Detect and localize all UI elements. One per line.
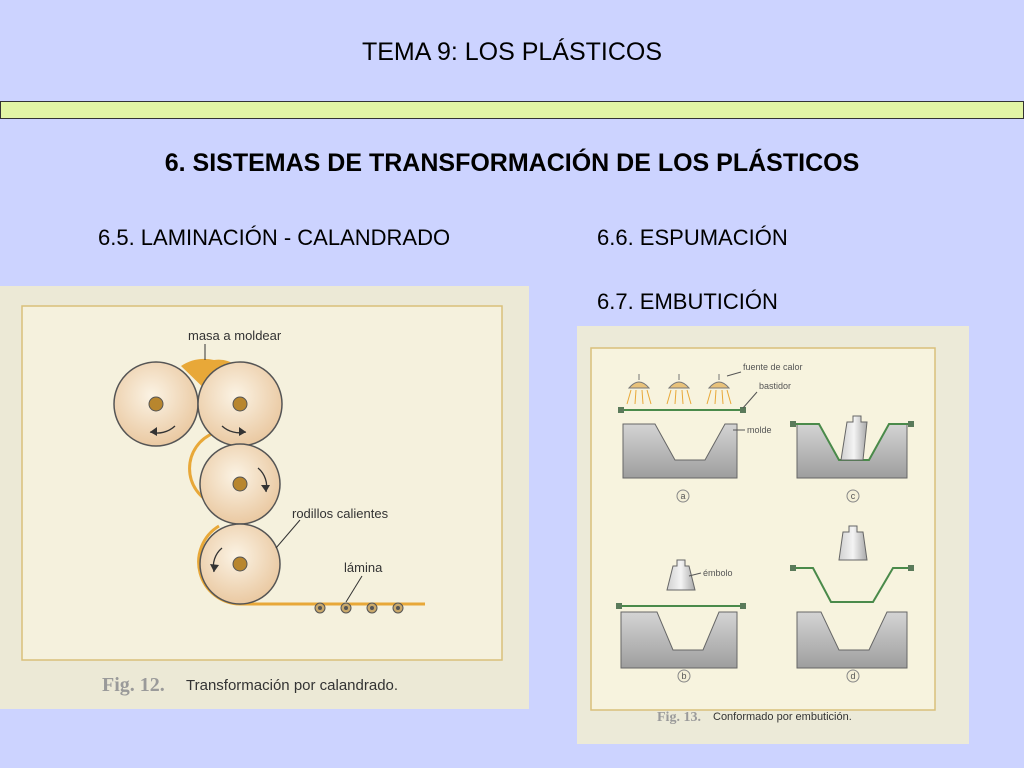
title-divider-band — [0, 101, 1024, 119]
caption-number-fig13: Fig. 13. — [657, 710, 701, 725]
subheading-laminacion: 6.5. LAMINACIÓN - CALANDRADO — [98, 225, 451, 250]
heat-lamps — [626, 374, 732, 405]
label-fuente: fuente de calor — [743, 362, 803, 372]
label-lamina: lámina — [344, 560, 383, 575]
label-molde: molde — [747, 425, 772, 435]
step-letter-d: d — [846, 669, 860, 683]
figure-calandrado: masa a moldear rodillos calientes lámina… — [0, 286, 529, 709]
figure-embuticion: fuente de calor bastidor molde émbolo a … — [577, 326, 969, 744]
caption-text-fig12: Transformación por calandrado. — [186, 677, 398, 694]
svg-text:a: a — [680, 491, 685, 501]
leader-embolo — [688, 572, 702, 577]
subheading-embuticion: 6.7. EMBUTICIÓN — [597, 289, 778, 314]
roller-top-right — [197, 361, 283, 447]
roller-top-left — [113, 361, 199, 447]
label-bastidor: bastidor — [759, 381, 791, 391]
caption-text-fig13: Conformado por embutición. — [713, 711, 852, 723]
roller-bottom — [199, 523, 281, 605]
svg-text:d: d — [850, 671, 855, 681]
label-rodillos: rodillos calientes — [292, 506, 389, 521]
mould-d — [790, 525, 914, 669]
bastidor-clamp-right — [740, 407, 746, 413]
step-letter-c: c — [846, 489, 860, 503]
sheet-support-rollers — [314, 602, 404, 614]
leader-rodillos — [275, 519, 301, 549]
mould-a — [622, 423, 738, 479]
section-heading: 6. SISTEMAS DE TRANSFORMACIÓN DE LOS PLÁ… — [164, 149, 860, 177]
svg-text:b: b — [681, 671, 686, 681]
leader-bastidor — [742, 391, 758, 409]
caption-number-fig12: Fig. 12. — [102, 674, 165, 696]
bastidor-clamp-left — [618, 407, 624, 413]
leader-lamina — [345, 575, 363, 603]
subheading-espumacion: 6.6. ESPUMACIÓN — [597, 225, 788, 250]
label-masa: masa a moldear — [188, 328, 282, 343]
mould-c — [790, 415, 914, 479]
step-letter-b: b — [677, 669, 691, 683]
label-embolo: émbolo — [703, 568, 733, 578]
svg-text:c: c — [851, 491, 856, 501]
roller-middle — [199, 443, 281, 525]
leader-fuente — [726, 371, 742, 377]
step-letter-a: a — [676, 489, 690, 503]
mould-b — [616, 559, 746, 669]
slide-title: TEMA 9: LOS PLÁSTICOS — [361, 38, 663, 66]
